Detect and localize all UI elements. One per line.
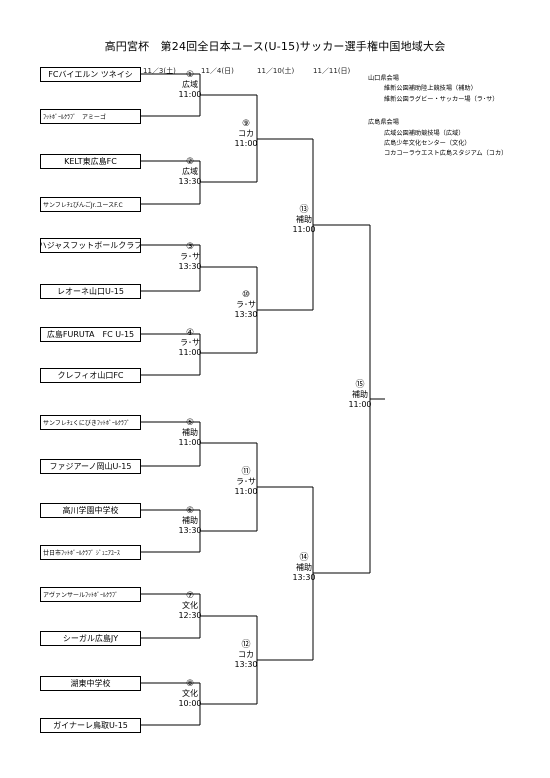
venue-legend: 山口県会場 維新公園補助陸上競技場（補助） 維新公園ラグビー・サッカー場（ラ･サ… [368, 74, 507, 160]
match-num: ⑫ [241, 640, 251, 650]
match-num: ⑮ [355, 380, 365, 390]
match-time: 11:00 [292, 225, 316, 234]
team-name-box: 湖東中学校 [40, 676, 141, 691]
round-date: 11／3(土) [143, 67, 176, 75]
match-time: 11:00 [178, 348, 202, 357]
match-time: 13:30 [178, 262, 202, 271]
team-name-box: シーガル広島JY [40, 631, 141, 646]
match-num: ⑪ [241, 467, 251, 477]
match-num: ⑤ [185, 418, 195, 428]
team-name-box: 広島FURUTA FC U-15 [40, 327, 141, 342]
match-num: ⑥ [185, 506, 195, 516]
match-venue: コカ [238, 650, 254, 659]
match-time: 13:30 [178, 526, 202, 535]
venue-item: コカコーラウエスト広島スタジアム（コカ） [384, 150, 508, 158]
round-date: 11／4(日) [201, 67, 234, 75]
match-venue: 補助 [352, 390, 368, 399]
match-venue: ラ･サ [236, 477, 256, 486]
match-num: ⑧ [185, 679, 195, 689]
round-date: 11／10(土) [257, 67, 295, 75]
venue-item: 維新公園補助陸上競技場（補助） [384, 85, 477, 93]
team-name-box: ハジャスフットボールクラブ [40, 238, 141, 253]
team-name-box: ﾌｯﾄﾎﾞｰﾙｸﾗﾌﾞ アミーゴ [40, 109, 141, 124]
team-name-box: ファジアーノ岡山U-15 [40, 459, 141, 474]
match-time: 13:30 [292, 573, 316, 582]
venue-heading-yamaguchi: 山口県会場 [368, 75, 399, 82]
match-time: 11:00 [178, 438, 202, 447]
match-venue: 補助 [296, 215, 312, 224]
match-venue: 補助 [296, 563, 312, 572]
team-name-box: レオーネ山口U-15 [40, 284, 141, 299]
team-name-box: FCバイエルン ツネイシ [40, 67, 141, 82]
match-num: ⑭ [299, 553, 309, 563]
match-time: 13:30 [234, 310, 258, 319]
match-venue: 広域 [182, 167, 198, 176]
match-venue: 補助 [182, 516, 198, 525]
venue-item: 広島少年文化センター（文化） [384, 140, 471, 148]
venue-item: 維新公園ラグビー・サッカー場（ラ･サ） [384, 95, 499, 103]
team-name-box: サンフレﾁｪびんごJr.ユースF.C [40, 197, 141, 212]
match-venue: 文化 [182, 601, 198, 610]
match-num: ⑦ [185, 591, 195, 601]
match-time: 11:00 [178, 90, 202, 99]
match-time: 11:00 [234, 139, 258, 148]
match-num: ② [185, 157, 195, 167]
team-name-box: ガイナーレ鳥取U-15 [40, 718, 141, 733]
match-venue: 補助 [182, 428, 198, 437]
team-name-box: 高川学園中学校 [40, 503, 141, 518]
round-date: 11／11(日) [313, 67, 351, 75]
match-num: ⑨ [241, 119, 251, 129]
match-time: 10:00 [178, 699, 202, 708]
venue-item: 広域公園補助競技場（広域） [384, 129, 465, 137]
match-venue: ラ･サ [236, 300, 256, 309]
match-time: 13:30 [178, 177, 202, 186]
match-num: ③ [185, 242, 195, 252]
match-time: 11:00 [234, 487, 258, 496]
match-venue: ラ･サ [180, 338, 200, 347]
team-name-box: アヴァンサールﾌｯﾄﾎﾞｰﾙｸﾗﾌﾞ [40, 587, 141, 602]
page-title: 高円宮杯 第24回全日本ユース(U-15)サッカー選手権中国地域大会 [104, 40, 446, 53]
match-num: ⑬ [299, 205, 309, 215]
team-name-box: KELT東広島FC [40, 154, 141, 169]
team-name-box: サンフレﾁｪくにびきﾌｯﾄﾎﾞｰﾙｸﾗﾌﾞ [40, 415, 141, 430]
match-num: ⑩ [241, 290, 251, 300]
match-venue: コカ [238, 129, 254, 138]
match-time: 11:00 [348, 400, 372, 409]
team-name-box: 廿日市ﾌｯﾄﾎﾞｰﾙｸﾗﾌﾞ ｼﾞｭﾆｱﾕｰｽ [40, 545, 141, 560]
match-venue: 文化 [182, 689, 198, 698]
match-num: ① [185, 70, 195, 80]
team-name-box: クレフィオ山口FC [40, 368, 141, 383]
match-venue: ラ･サ [180, 252, 200, 261]
venue-heading-hiroshima: 広島県会場 [368, 119, 399, 127]
match-venue: 広域 [182, 80, 198, 89]
match-time: 12:30 [178, 611, 202, 620]
match-time: 13:30 [234, 660, 258, 669]
match-num: ④ [185, 328, 195, 338]
